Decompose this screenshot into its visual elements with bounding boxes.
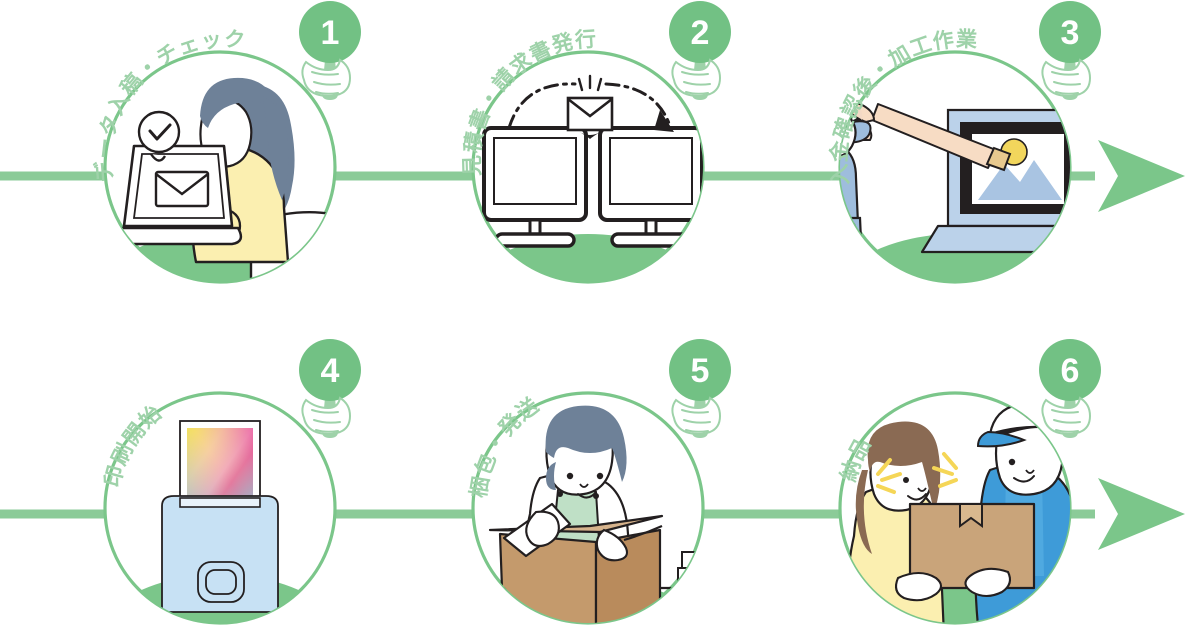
- step-5-illustration: [473, 405, 703, 623]
- shoe-back-icon: [792, 315, 820, 329]
- eye-left: [566, 472, 574, 480]
- customer-nose: [917, 487, 927, 492]
- mail-shadow: [578, 131, 602, 139]
- eye-right: [596, 472, 604, 480]
- finger-lines: [1051, 409, 1081, 433]
- printer-body-icon: [161, 495, 279, 613]
- badge-circle: [1039, 1, 1101, 63]
- forearm-line: [623, 524, 663, 542]
- leg-back-icon: [804, 262, 826, 320]
- finger-lines: [311, 71, 341, 95]
- courier-hand-icon: [964, 567, 1012, 598]
- mail-sparkle: [577, 74, 603, 92]
- badge-circle: [669, 1, 731, 63]
- customer-mouth: [907, 493, 927, 501]
- mouth-icon: [577, 491, 597, 499]
- step-2-number: 2: [691, 14, 710, 52]
- finger-lines: [311, 409, 341, 433]
- paintbrush-ferrule: [985, 146, 1012, 172]
- apron-button-left: [557, 491, 563, 497]
- envelope-icon: [154, 170, 210, 208]
- finger-lines: [681, 409, 711, 433]
- hand-left-icon: [525, 510, 560, 548]
- hair-front: [200, 77, 278, 128]
- arrow-head-row1: [1098, 140, 1185, 212]
- badge-circle: [1039, 339, 1101, 401]
- bubble-tail: [150, 153, 167, 162]
- hand-holding-badge-icon: [301, 58, 352, 97]
- printer-button-inner: [205, 569, 237, 595]
- parcel-tape-icon: [959, 503, 983, 528]
- finger-lines: [1051, 71, 1081, 95]
- hand-holding-badge-icon: [1041, 396, 1092, 435]
- step-6-number: 6: [1061, 352, 1080, 390]
- stack-item-2: [677, 567, 703, 585]
- step-1-number: 1: [321, 14, 340, 52]
- customer-hair-icon: [867, 421, 941, 512]
- step-4-badge[interactable]: 4: [299, 339, 361, 438]
- step-3-number: 3: [1061, 14, 1080, 52]
- courier-nose: [1025, 469, 1035, 474]
- step-4-number: 4: [321, 352, 340, 390]
- sparkle-left-icon: [876, 458, 902, 494]
- envelope-flap: [155, 173, 209, 196]
- hand-holding-badge-icon: [671, 396, 722, 435]
- flow-arrowheads: [1098, 140, 1185, 550]
- mail-flap: [567, 97, 613, 118]
- sparkle-right-icon: [932, 452, 958, 488]
- printer-slot-icon: [179, 497, 261, 508]
- step-5[interactable]: 梱包・発送 5: [438, 339, 748, 636]
- step-3-badge[interactable]: 3: [1039, 1, 1101, 100]
- step-2-illustration: [482, 74, 703, 248]
- courier-mouth: [1013, 475, 1035, 483]
- hair-icon: [545, 405, 627, 482]
- step-2-badge[interactable]: 2: [669, 1, 731, 100]
- step-4[interactable]: 印刷開始 4: [70, 339, 370, 636]
- hand-holding-badge-icon: [301, 396, 352, 435]
- step-6-badge[interactable]: 6: [1039, 339, 1101, 438]
- cardboard-box-icon: [498, 532, 598, 623]
- flow-arc-left: [507, 82, 577, 130]
- monitor-left-screen: [493, 137, 577, 205]
- monitor-right-screen: [609, 137, 693, 205]
- step-5-number: 5: [691, 352, 710, 390]
- paintbrush-handle-icon: [871, 103, 997, 169]
- arc-arrow-head: [654, 110, 674, 132]
- stack-item-3: [683, 583, 703, 599]
- hair-side: [262, 96, 289, 200]
- leg-front-icon: [840, 261, 857, 282]
- badge-circle: [669, 339, 731, 401]
- skirt-icon: [840, 216, 864, 264]
- flow-arc-right: [604, 82, 672, 128]
- hair-bun-icon: [804, 122, 814, 148]
- nose-icon: [579, 483, 589, 488]
- courier-eye: [1008, 458, 1016, 466]
- step-4-illustration: [161, 420, 279, 613]
- finger-lines: [681, 71, 711, 95]
- badge-circle: [299, 1, 361, 63]
- step-6[interactable]: 納品 6: [805, 339, 1105, 636]
- hand-holding-badge-icon: [671, 58, 722, 97]
- mountain-icon: [978, 160, 1062, 200]
- badge-circle: [299, 339, 361, 401]
- hair-side-icon: [546, 462, 556, 490]
- shoe-front-icon: [834, 319, 862, 333]
- hand-holding-badge-icon: [1041, 58, 1092, 97]
- customer-eye: [903, 477, 909, 483]
- step-5-badge[interactable]: 5: [669, 339, 731, 438]
- check-bubble-icon: [137, 110, 181, 154]
- customer-hand-icon: [894, 571, 943, 602]
- monitor-left-base: [494, 232, 576, 248]
- step-1-badge[interactable]: 1: [299, 1, 361, 100]
- canvas-stand-icon: [920, 224, 1070, 254]
- step-2[interactable]: 見積書・請求書発行 2: [438, 1, 738, 450]
- checkmark-icon: [148, 123, 172, 141]
- arrow-head-row2: [1098, 478, 1185, 550]
- cap-brim-icon: [976, 430, 1027, 448]
- hand-right-icon: [595, 528, 629, 562]
- customer-hair-side-icon: [855, 470, 872, 554]
